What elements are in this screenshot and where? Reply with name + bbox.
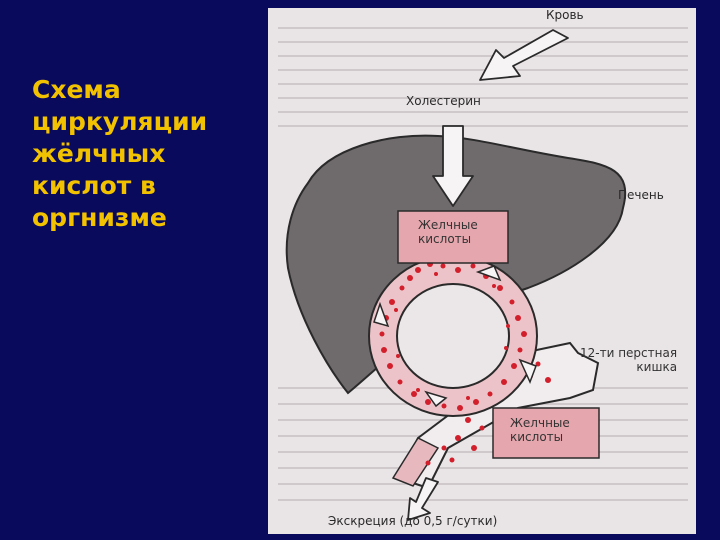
- bile-acids-box-top: [397, 210, 509, 264]
- slide-title: Схема циркуляции жёлчных кислот в оргниз…: [32, 75, 208, 232]
- label-cholesterol: Холестерин: [406, 94, 481, 108]
- label-blood: Кровь: [546, 8, 584, 22]
- blood-arrow: [479, 29, 569, 81]
- excretion-tube: [391, 437, 440, 487]
- label-duodenum: 12-ти перстная кишка: [580, 346, 678, 374]
- label-bile-acids-bottom: Желчные кислоты: [510, 416, 570, 444]
- arrows: [407, 29, 569, 521]
- label-excretion: Экскреция (до 0,5 г/сутки): [328, 514, 498, 528]
- cycle-arrows: [373, 265, 537, 408]
- label-bile-acids-top: Желчные кислоты: [418, 218, 478, 246]
- cholesterol-arrow: [432, 125, 474, 207]
- label-liver: Печень: [618, 188, 664, 202]
- diagram-svg: [278, 27, 688, 521]
- circulation-ring-outline-inner: [396, 283, 510, 389]
- diagram-image: Кровь Холестерин Печень Желчные кислоты …: [268, 8, 696, 534]
- bile-acids-box-bottom: [492, 407, 600, 459]
- background-text-lines: [278, 27, 688, 501]
- excretion-arrow: [407, 477, 439, 521]
